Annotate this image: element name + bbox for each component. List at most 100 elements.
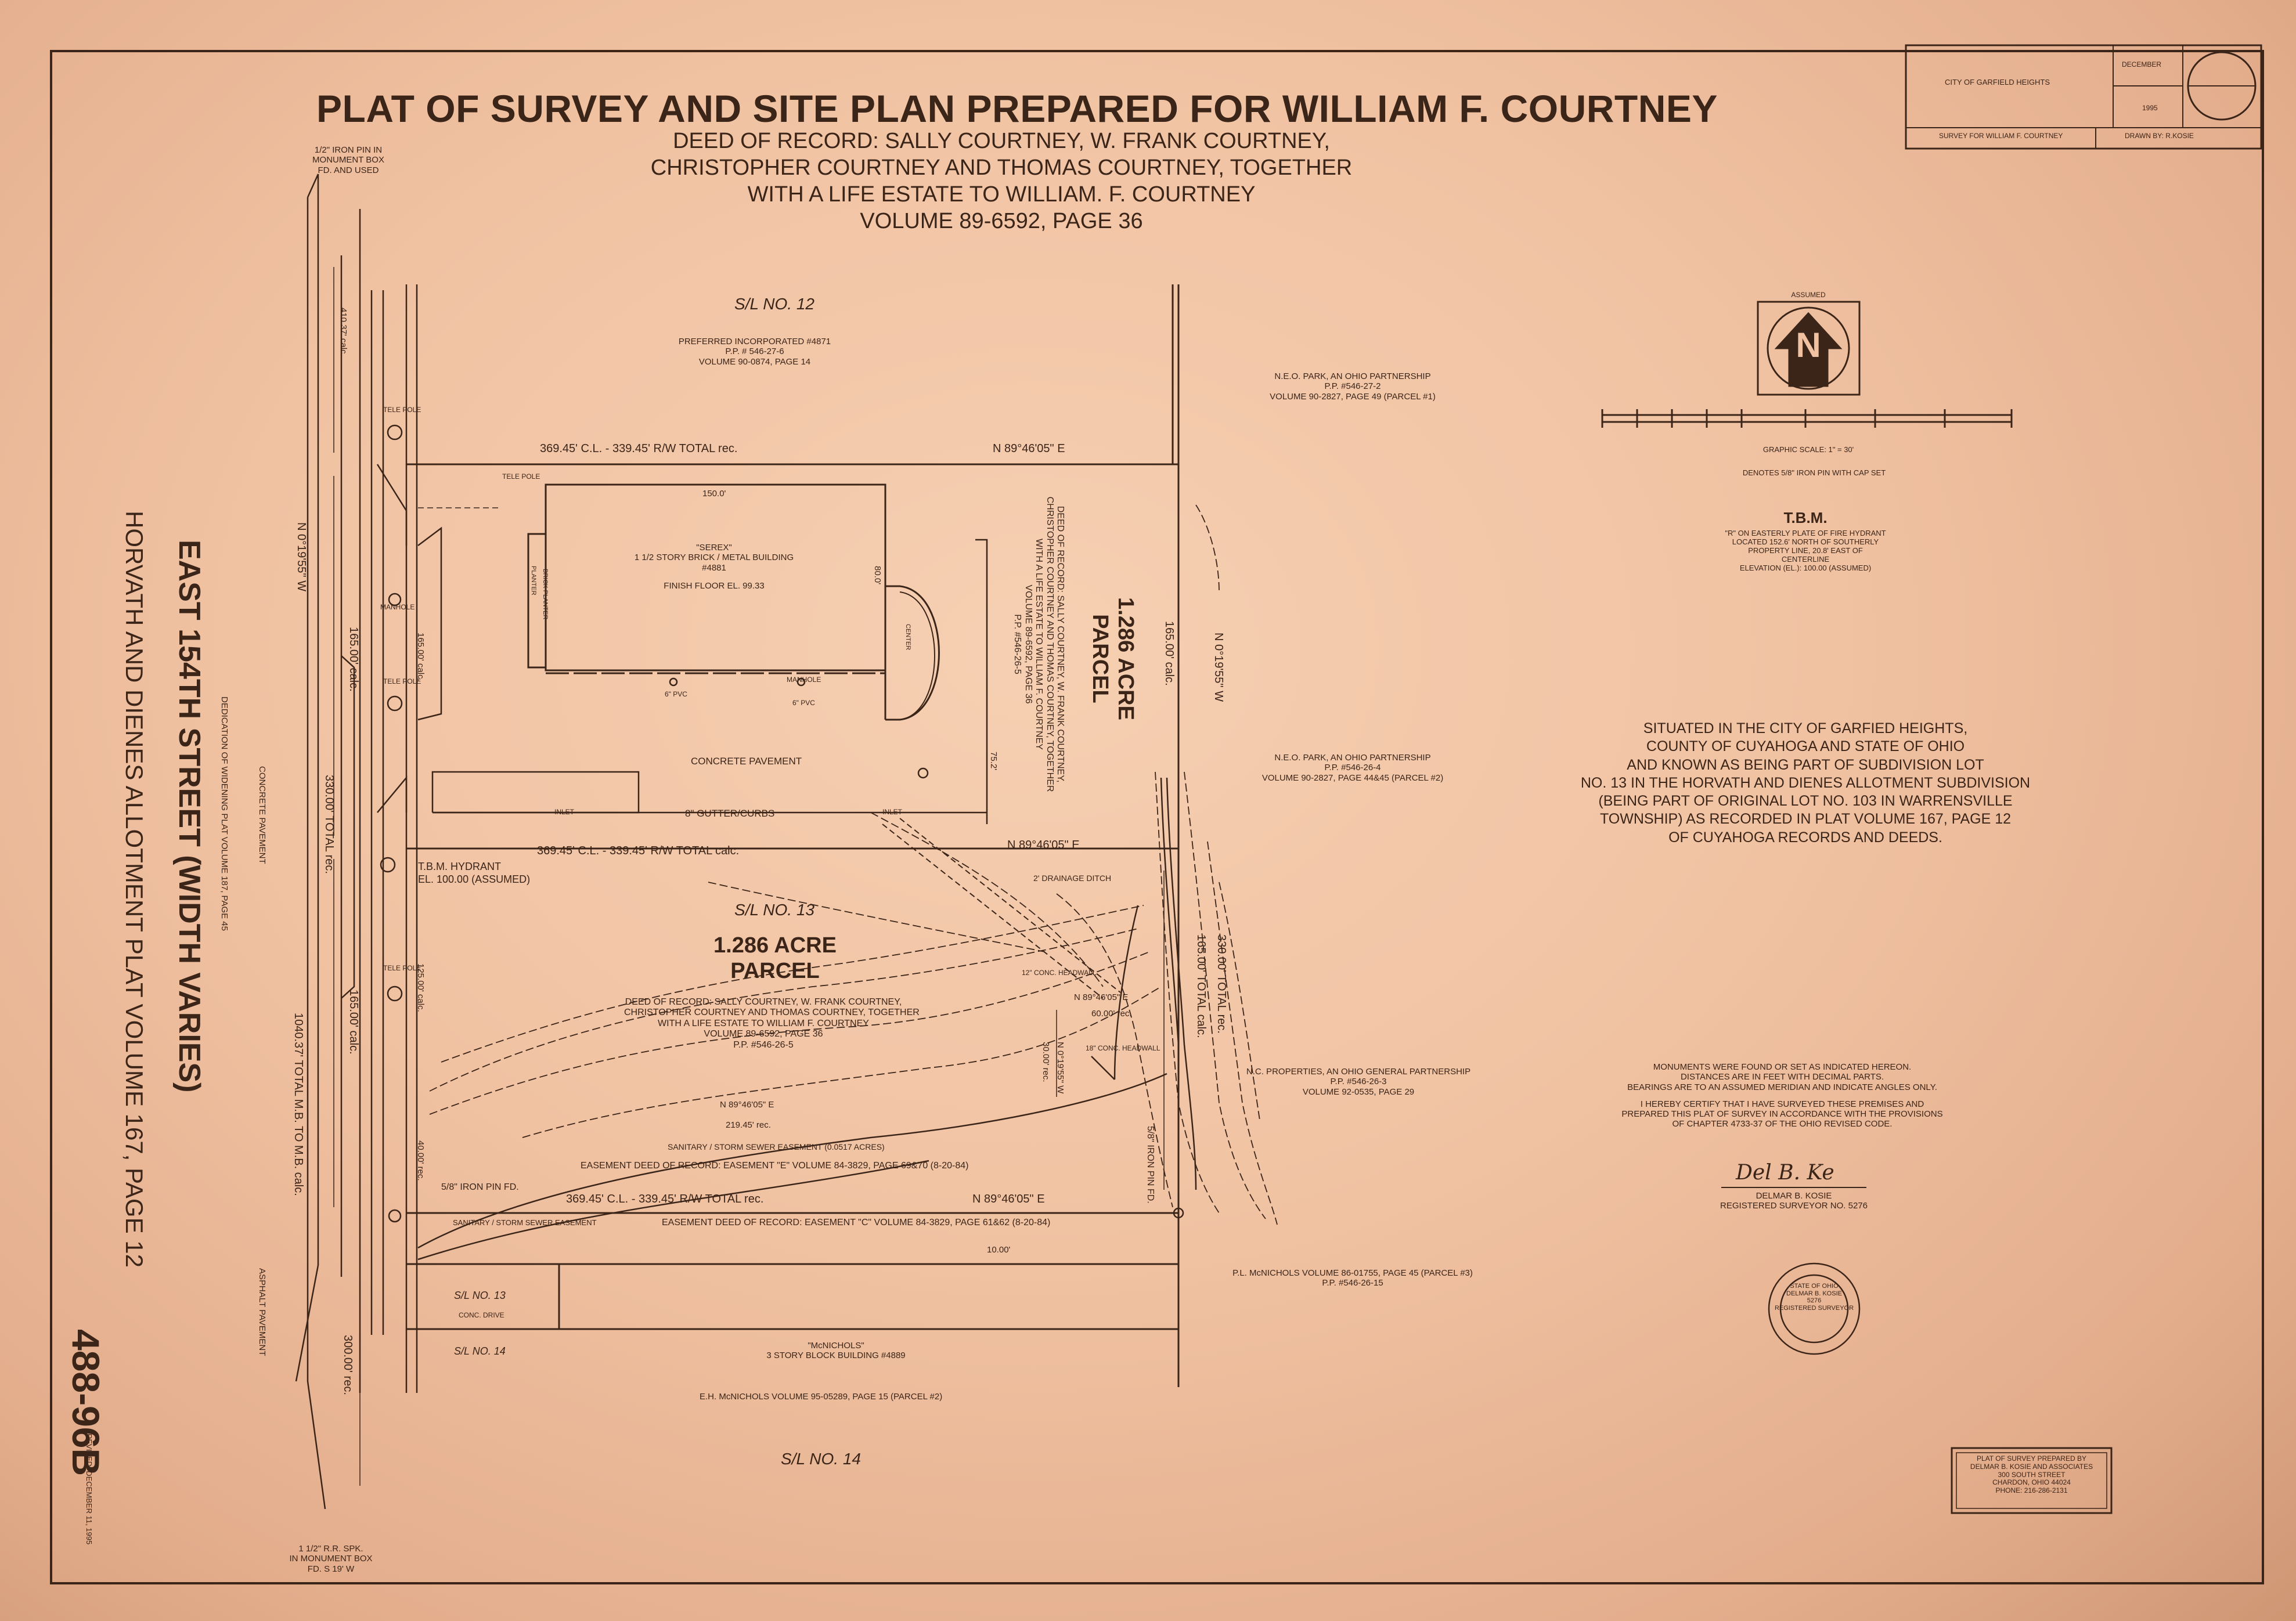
dim-left-300: 300.00' rec. bbox=[341, 1335, 354, 1395]
dim-left-165a: 165.00' calc. bbox=[347, 627, 360, 692]
dim-east-bearing: N 0°19'55" W bbox=[1212, 633, 1225, 702]
tbm-el-label: EL. 100.00 (ASSUMED) bbox=[418, 873, 531, 885]
concrete-pavement-label: CONCRETE PAVEMENT bbox=[691, 756, 802, 767]
tele-pole-label: TELE POLE bbox=[502, 472, 540, 481]
seal-text: STATE OF OHIO DELMAR B. KOSIE 5276 REGIS… bbox=[1774, 1283, 1854, 1312]
dim-left-1040: 1040.37' TOTAL M.B. TO M.B. calc. bbox=[292, 1013, 305, 1196]
manhole-label-2: MANHOLE bbox=[787, 676, 821, 684]
north-arrow-graphic bbox=[1757, 301, 1861, 396]
pvc-label-2: 6" PVC bbox=[792, 699, 815, 707]
iron-pin-note: DENOTES 5/8" IRON PIN WITH CAP SET bbox=[1742, 468, 1886, 477]
dedication-label: DEDICATION OF WIDENING PLAT VOLUME 187, … bbox=[219, 696, 229, 931]
title-block-month: DECEMBER bbox=[2122, 60, 2162, 68]
title-block-drawn: DRAWN BY: R.KOSIE bbox=[2125, 132, 2194, 140]
drainage-label: 2' DRAINAGE DITCH bbox=[1033, 873, 1112, 883]
iron-pin-label: 5/8" IRON PIN FD. bbox=[441, 1182, 519, 1192]
lower-parcel-deed: DEED OF RECORD: SALLY COURTNEY, W. FRANK… bbox=[624, 997, 920, 1050]
sublot-14: S/L NO. 14 bbox=[781, 1450, 862, 1468]
inlet-label: INLET bbox=[554, 808, 575, 816]
sublot-14-small: S/L NO. 14 bbox=[454, 1345, 506, 1357]
center-label: CENTER bbox=[904, 624, 911, 651]
north-assumed: ASSUMED bbox=[1791, 291, 1826, 299]
tele-pole-label-2: TELE POLE bbox=[383, 406, 421, 414]
tele-pole-label-4: TELE POLE bbox=[383, 964, 421, 972]
nc-properties: N.C. PROPERTIES, AN OHIO GENERAL PARTNER… bbox=[1246, 1067, 1471, 1097]
sublot-12: S/L NO. 12 bbox=[734, 295, 815, 313]
dim-80: 80.0' bbox=[873, 566, 882, 585]
dim-west-bearing: N 0°19'55" W bbox=[295, 522, 308, 591]
plat-title: PLAT OF SURVEY AND SITE PLAN PREPARED FO… bbox=[316, 87, 1718, 130]
pl-mcnichols: P.L. McNICHOLS VOLUME 86-01755, PAGE 45 … bbox=[1232, 1268, 1473, 1288]
iron-pin-label-2: 5/8" IRON PIN FD. bbox=[1145, 1126, 1155, 1204]
prepared-box bbox=[1951, 1447, 2113, 1514]
dim-left-410: 410.37' calc. bbox=[338, 308, 348, 356]
deed-line-2: CHRISTOPHER COURTNEY AND THOMAS COURTNEY… bbox=[650, 156, 1353, 180]
title-block-year: 1995 bbox=[2142, 104, 2158, 112]
eh-mcnichols: E.H. McNICHOLS VOLUME 95-05289, PAGE 15 … bbox=[700, 1392, 943, 1402]
dim-inner-165: 165.00' calc. bbox=[416, 633, 426, 681]
dim-east-upper: 165.00' calc. bbox=[1163, 621, 1176, 686]
inlet-label-2: INLET bbox=[882, 808, 903, 816]
upper-parcel-boundary bbox=[406, 284, 1180, 1387]
brick-planter-label: BRICK PLANTER bbox=[542, 569, 549, 620]
dim-60: 60.00' rec. bbox=[1091, 1009, 1132, 1019]
north-letter: N bbox=[1796, 326, 1821, 364]
dim-mid-bearing: N 89°46'05" E bbox=[1007, 839, 1080, 851]
dim-top-line: 369.45' C.L. - 339.45' R/W TOTAL rec. bbox=[540, 442, 738, 455]
lower-parcel-label: 1.286 ACRE PARCEL bbox=[713, 933, 837, 983]
mcnichols-building: "McNICHOLS" 3 STORY BLOCK BUILDING #4889 bbox=[766, 1341, 906, 1361]
pavement-outline bbox=[376, 464, 988, 824]
situated-description: SITUATED IN THE CITY OF GARFIED HEIGHTS,… bbox=[1580, 720, 2031, 846]
pins bbox=[380, 424, 1184, 1223]
dim-parcel-bearing: N 89°46'05" E bbox=[720, 1100, 774, 1110]
preferred-owner: PREFERRED INCORPORATED #4871 P.P. # 546-… bbox=[678, 337, 831, 367]
dim-150: 150.0' bbox=[702, 489, 726, 499]
easement-c-label: EASEMENT DEED OF RECORD: EASEMENT "C" VO… bbox=[662, 1218, 1051, 1228]
graphic-scale bbox=[1601, 409, 2013, 428]
lower-parcel-boundary bbox=[406, 1212, 1178, 1330]
sanitary-sewer-label: SANITARY / STORM SEWER EASEMENT bbox=[453, 1218, 597, 1227]
tbm-hydrant-label: T.B.M. HYDRANT bbox=[418, 861, 502, 872]
dim-219: 219.45' rec. bbox=[726, 1120, 771, 1130]
allotment-label: HORVATH AND DIENES ALLOTMENT PLAT VOLUME… bbox=[121, 511, 148, 1268]
dim-east-165: 165.00' TOTAL calc. bbox=[1195, 934, 1208, 1038]
prepared-by: PLAT OF SURVEY PREPARED BY DELMAR B. KOS… bbox=[1970, 1454, 2093, 1495]
top-pin-note: 1/2" IRON PIN IN MONUMENT BOX FD. AND US… bbox=[312, 145, 384, 175]
graphic-scale-label: GRAPHIC SCALE: 1" = 30' bbox=[1762, 445, 1854, 454]
conc-drive-label: CONC. DRIVE bbox=[459, 1311, 504, 1319]
deed-line-1: DEED OF RECORD: SALLY COURTNEY, W. FRANK… bbox=[673, 129, 1330, 153]
dim-small-bearing: N 89°46'05" E bbox=[1074, 992, 1129, 1002]
title-block-city: CITY OF GARFIELD HEIGHTS bbox=[1945, 78, 2050, 86]
dim-30: 30.00' rec. bbox=[1041, 1042, 1051, 1082]
dim-east-330: 330.00' TOTAL rec. bbox=[1215, 934, 1228, 1034]
certification-text: MONUMENTS WERE FOUND OR SET AS INDICATED… bbox=[1621, 1062, 1943, 1129]
sanitary-label: SANITARY / STORM SEWER EASEMENT (0.0517 … bbox=[668, 1142, 885, 1151]
deed-line-3: WITH A LIFE ESTATE TO WILLIAM. F. COURTN… bbox=[747, 182, 1256, 207]
tele-pole-label-3: TELE POLE bbox=[383, 677, 421, 685]
title-block-survey: SURVEY FOR WILLIAM F. COURTNEY bbox=[1939, 132, 2063, 140]
bottom-pin-note: 1 1/2" R.R. SPK. IN MONUMENT BOX FD. S 1… bbox=[289, 1544, 373, 1574]
asphalt-pavement-label: ASPHALT PAVEMENT bbox=[257, 1268, 267, 1356]
surveyor-name: DELMAR B. KOSIE REGISTERED SURVEYOR NO. … bbox=[1720, 1191, 1868, 1211]
headwall-2-label: 18" CONC. HEADWALL bbox=[1086, 1044, 1160, 1052]
sheet-border bbox=[50, 50, 2264, 1584]
deed-line-4: VOLUME 89-6592, PAGE 36 bbox=[860, 209, 1143, 233]
dim-left-165b: 165.00' calc. bbox=[347, 990, 360, 1055]
dim-left-40: 40.00' rec. bbox=[416, 1140, 426, 1181]
revised-date: REVISED: DECEMBER 11, 1995 bbox=[85, 1434, 93, 1545]
headwall-1-label: 12" CONC. HEADWALL bbox=[1022, 969, 1097, 977]
concrete-pavement-rot: CONCRETE PAVEMENT bbox=[257, 766, 267, 864]
signature: Del B. Ke bbox=[1736, 1161, 1834, 1185]
title-block bbox=[1905, 44, 2262, 150]
planter-label: PLANTER bbox=[530, 566, 537, 595]
dim-top-bearing: N 89°46'05" E bbox=[993, 442, 1065, 455]
upper-parcel-label: 1.286 ACRE PARCEL bbox=[1088, 597, 1138, 720]
sublot-13-small: S/L NO. 13 bbox=[454, 1290, 506, 1301]
dim-mid-line: 369.45' C.L. - 339.45' R/W TOTAL calc. bbox=[537, 844, 740, 857]
pvc-label-1: 6" PVC bbox=[665, 690, 687, 698]
serex-building bbox=[527, 483, 940, 721]
dim-bot-line: 369.45' C.L. - 339.45' R/W TOTAL rec. bbox=[566, 1193, 764, 1205]
tbm-description: "R" ON EASTERLY PLATE OF FIRE HYDRANT LO… bbox=[1725, 529, 1886, 572]
